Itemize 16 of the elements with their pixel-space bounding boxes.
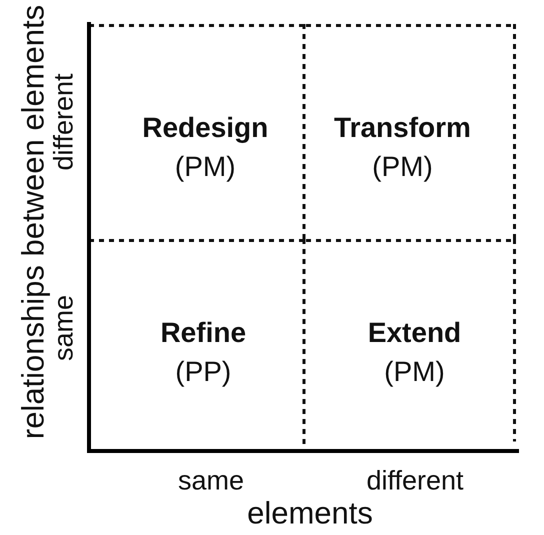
axis-title: relationships between elements bbox=[18, 4, 48, 440]
axis-tick-label: same bbox=[178, 468, 244, 494]
quadrant-subtitle: (PM) bbox=[174, 150, 236, 182]
axis-title: elements bbox=[247, 498, 373, 528]
axis-tick-label: different bbox=[50, 73, 78, 171]
quadrant-title: Redesign bbox=[142, 112, 268, 144]
axis-tick-label: same bbox=[50, 294, 78, 362]
quadrant-title: Refine bbox=[160, 317, 246, 350]
axis-tick-label: different bbox=[366, 468, 464, 494]
quadrant-subtitle: (PM) bbox=[372, 150, 433, 182]
matrix-quadrant bbox=[306, 24, 516, 238]
quadrant-subtitle: (PM) bbox=[384, 356, 445, 388]
matrix-quadrant bbox=[89, 24, 306, 238]
quadrant-title: Transform bbox=[334, 112, 471, 144]
quadrant-subtitle: (PP) bbox=[175, 356, 232, 388]
quadrant-title: Extend bbox=[368, 317, 462, 350]
